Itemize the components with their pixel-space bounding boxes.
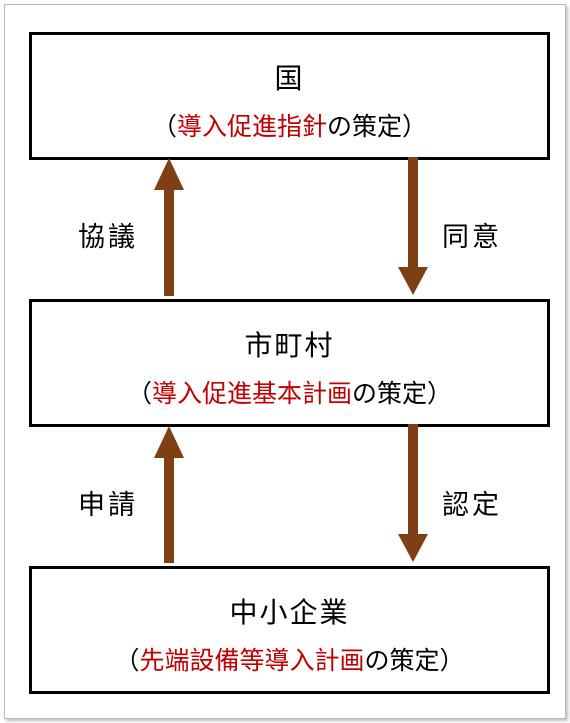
- equipment-plan-highlight: 先端設備等導入計画: [139, 646, 365, 675]
- basic-plan-highlight: 導入促進基本計画: [151, 379, 352, 408]
- consult-label: 協議: [78, 222, 138, 253]
- paren-open: （: [126, 379, 152, 408]
- arrow-up-consult: [154, 158, 184, 296]
- arrow-down-certify: [398, 424, 428, 562]
- sme-title: 中小企業: [229, 596, 350, 629]
- subtitle-rest: の策定）: [352, 379, 453, 408]
- agree-label: 同意: [442, 222, 502, 253]
- sme-subtitle: （先端設備等導入計画の策定）: [32, 641, 547, 677]
- subtitle-rest: の策定）: [364, 646, 465, 675]
- arrow-down-agree: [398, 157, 428, 295]
- national-government-box: 国 （導入促進指針の策定）: [29, 32, 550, 160]
- subtitle-rest: の策定）: [327, 112, 428, 141]
- guideline-highlight: 導入促進指針: [176, 112, 327, 141]
- municipality-box: 市町村 （導入促進基本計画の策定）: [29, 299, 550, 427]
- apply-label: 申請: [78, 490, 138, 521]
- municipality-subtitle: （導入促進基本計画の策定）: [32, 374, 547, 410]
- arrow-up-apply: [154, 426, 184, 563]
- paren-open: （: [151, 112, 177, 141]
- municipality-title: 市町村: [244, 329, 335, 362]
- diagram-frame: 国 （導入促進指針の策定） 市町村 （導入促進基本計画の策定） 中小企業 （先端…: [4, 4, 566, 719]
- arrows-layer: [154, 157, 428, 563]
- paren-open: （: [114, 646, 140, 675]
- sme-box: 中小企業 （先端設備等導入計画の策定）: [29, 566, 550, 694]
- national-government-title: 国: [274, 62, 305, 95]
- certify-label: 認定: [442, 490, 502, 521]
- national-government-subtitle: （導入促進指針の策定）: [32, 107, 547, 143]
